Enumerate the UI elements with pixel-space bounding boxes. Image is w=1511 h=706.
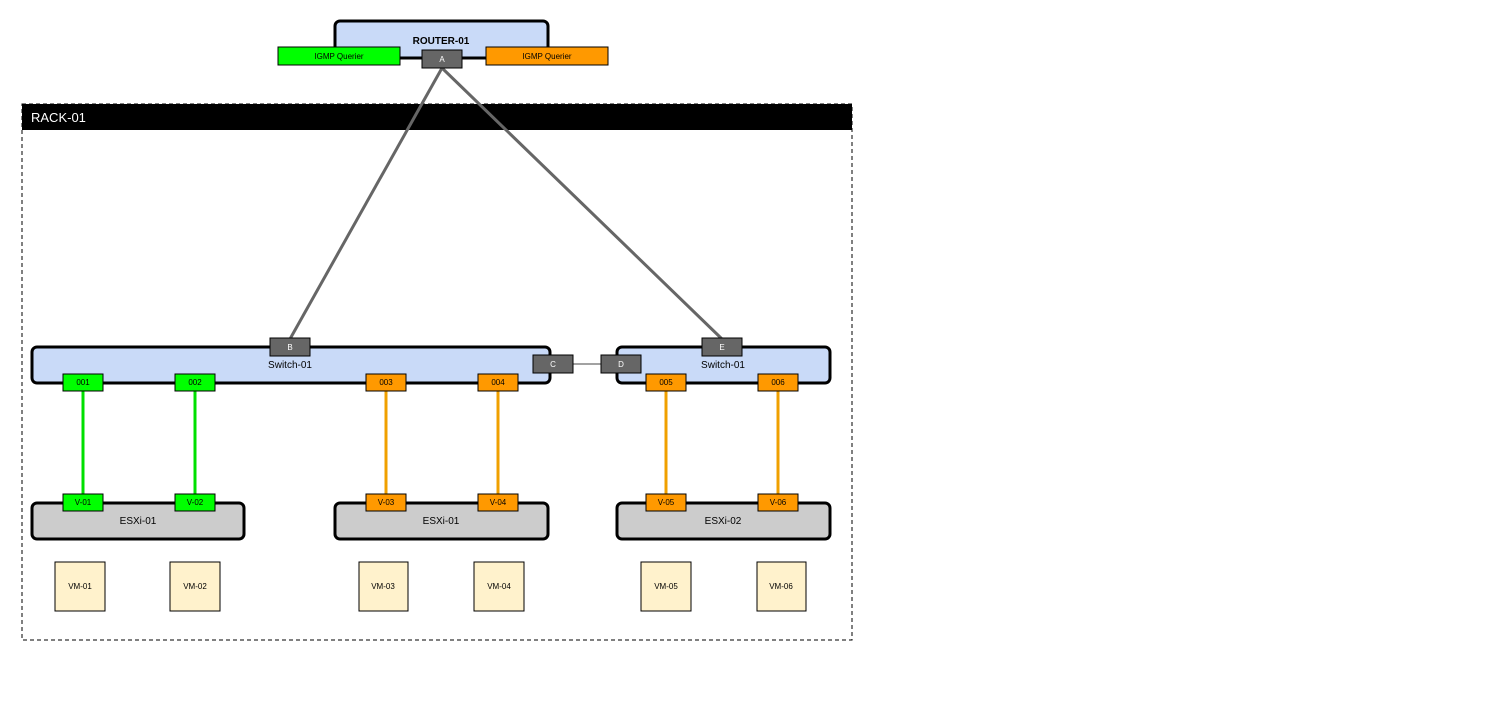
switch-01-port-c-label: C [550, 360, 556, 369]
host-port-v05[interactable] [645, 493, 687, 512]
switch-02-port-e[interactable] [701, 337, 743, 357]
host-port-v01[interactable] [62, 493, 104, 512]
switch-port-004[interactable] [477, 373, 519, 392]
host-port-v06-label: V-06 [770, 498, 787, 507]
vm-01[interactable] [54, 561, 106, 612]
switch-port-002-label: 002 [188, 378, 202, 387]
esxi-host-3[interactable]: ESXi-02 [615, 501, 832, 541]
igmp-querier-orange-label: IGMP Querier [522, 52, 572, 61]
host-port-v03-label: V-03 [378, 498, 395, 507]
host-port-v05-label: V-05 [658, 498, 675, 507]
vm-02[interactable] [169, 561, 221, 612]
router-port-a[interactable] [421, 49, 463, 69]
vm-05-label: VM-05 [654, 582, 678, 591]
switch-port-006-label: 006 [771, 378, 785, 387]
switch-02-port-e-label: E [719, 343, 724, 352]
host-port-v01-label: V-01 [75, 498, 92, 507]
switch-02-port-d[interactable] [600, 354, 642, 374]
switch-port-003-label: 003 [379, 378, 393, 387]
uplink-a-e [440, 66, 724, 341]
esxi-host-2[interactable]: ESXi-01 [333, 501, 550, 541]
router-name: ROUTER-01 [413, 36, 470, 47]
esxi-host-2-name: ESXi-01 [423, 516, 460, 527]
switch-01-port-b-label: B [287, 343, 292, 352]
rack-title: RACK-01 [31, 110, 86, 125]
switch-02-name: Switch-01 [701, 360, 745, 371]
switch-01-name: Switch-01 [268, 360, 312, 371]
igmp-querier-green-label: IGMP Querier [314, 52, 364, 61]
vm-06-label: VM-06 [769, 582, 793, 591]
vm-02-label: VM-02 [183, 582, 207, 591]
vm-03[interactable] [358, 561, 409, 612]
uplink-a-b [288, 67, 444, 340]
switch-01-port-b[interactable] [269, 337, 311, 357]
host-port-v02-label: V-02 [187, 498, 204, 507]
switch-port-003[interactable] [365, 373, 407, 392]
host-port-v04[interactable] [477, 493, 519, 512]
esxi-host-2-body [333, 501, 550, 541]
vm-06[interactable] [756, 561, 807, 612]
switch-port-001-label: 001 [76, 378, 90, 387]
vm-05[interactable] [640, 561, 692, 612]
switch-port-001[interactable] [62, 373, 104, 392]
vm-04[interactable] [473, 561, 525, 612]
host-port-v03[interactable] [365, 493, 407, 512]
rack-header [22, 104, 852, 130]
switch-02-port-d-label: D [618, 360, 624, 369]
switch-port-005-label: 005 [659, 378, 673, 387]
switch-port-006[interactable] [757, 373, 799, 392]
vm-03-label: VM-03 [371, 582, 395, 591]
igmp-querier-green [277, 46, 401, 66]
switch-port-005[interactable] [645, 373, 687, 392]
switch-port-002[interactable] [174, 373, 216, 392]
host-port-v04-label: V-04 [490, 498, 507, 507]
esxi-host-3-name: ESXi-02 [705, 516, 742, 527]
host-port-v06[interactable] [757, 493, 799, 512]
host-port-v02[interactable] [174, 493, 216, 512]
switch-01-port-c[interactable] [532, 354, 574, 374]
vm-04-label: VM-04 [487, 582, 511, 591]
vm-01-label: VM-01 [68, 582, 92, 591]
router-port-a-label: A [439, 55, 445, 64]
esxi-host-3-body [615, 501, 832, 541]
esxi-host-1-body [30, 501, 246, 541]
esxi-host-1[interactable]: ESXi-01 [30, 501, 246, 541]
switch-port-004-label: 004 [491, 378, 505, 387]
esxi-host-1-name: ESXi-01 [120, 516, 157, 527]
igmp-querier-orange [485, 46, 609, 66]
